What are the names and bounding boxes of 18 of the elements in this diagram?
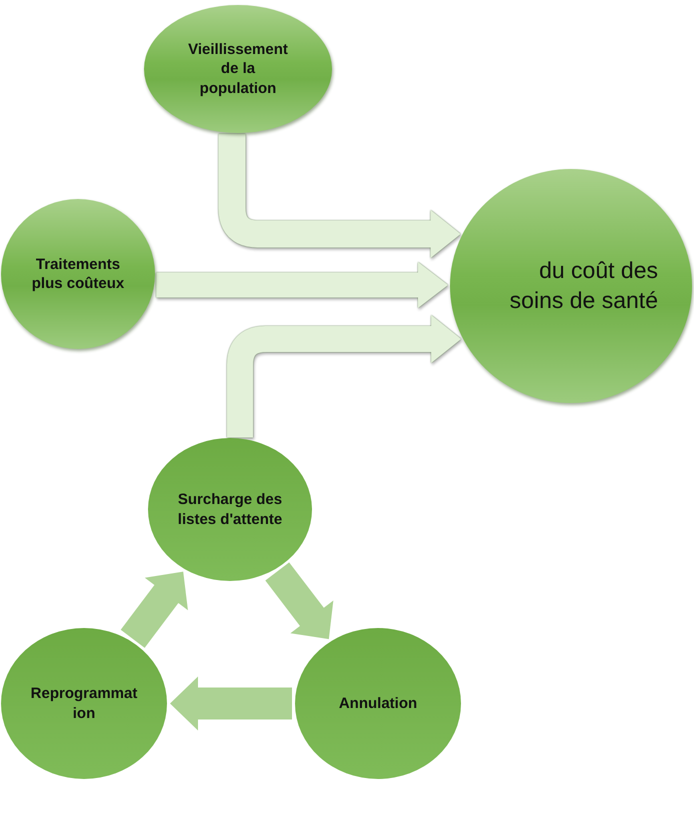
block-arrow — [170, 676, 292, 730]
node-label: Annulation — [338, 694, 418, 714]
block-arrow — [227, 315, 462, 438]
block-arrow — [265, 562, 334, 640]
ellipse-node — [143, 4, 333, 134]
ellipse-node — [294, 627, 462, 780]
node-label: Traitements plus coûteux — [30, 254, 126, 294]
ellipse-node — [0, 627, 168, 780]
ellipse-node — [147, 437, 313, 582]
node-label: Surcharge des listes d'attente — [176, 490, 284, 529]
ellipse-node — [0, 198, 156, 350]
ellipse-node — [449, 168, 693, 404]
node-label: Vieillissement de la population — [187, 40, 289, 98]
node-label: Reprogrammat ion — [30, 684, 138, 723]
node-label: du coût des soins de santé — [508, 256, 658, 315]
block-arrow — [120, 572, 188, 648]
block-arrow — [156, 262, 448, 308]
block-arrow — [218, 134, 461, 258]
